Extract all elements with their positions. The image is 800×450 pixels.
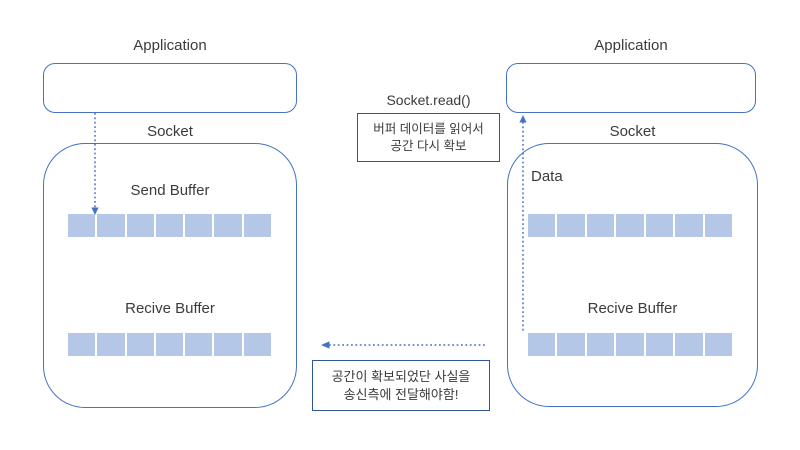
buffer-cell: [586, 333, 615, 356]
left-socket-label: Socket: [147, 123, 193, 140]
right-application-label: Application: [594, 37, 668, 54]
read-note-line1: 버퍼 데이터를 읽어서: [373, 121, 484, 136]
ack-note-line1: 공간이 확보되었단 사실을: [331, 368, 471, 384]
buffer-cell: [557, 214, 585, 237]
ack-note-box: 공간이 확보되었단 사실을 송신측에 전달해야함!: [312, 360, 490, 411]
buffer-cell: [214, 333, 242, 356]
buffer-cell: [243, 333, 271, 356]
ack-note-line2: 송신측에 전달해야함!: [343, 386, 459, 402]
left-application-label: Application: [133, 37, 207, 54]
buffer-cell: [185, 214, 213, 237]
right-top-buffer-row: [528, 214, 732, 237]
buffer-cell: [126, 333, 154, 356]
buffer-cell: [704, 214, 732, 237]
buffer-cell: [616, 214, 644, 237]
buffer-cell: [586, 214, 615, 237]
buffer-cell: [704, 333, 732, 356]
buffer-cell: [557, 333, 585, 356]
left-send-buffer-label: Send Buffer: [130, 182, 210, 199]
right-receive-buffer-label: Recive Buffer: [587, 300, 678, 317]
left-receive-buffer-row: [68, 333, 271, 356]
buffer-cell: [214, 214, 242, 237]
right-data-label: Data: [531, 168, 563, 185]
read-note-line2: 공간 다시 확보: [390, 138, 467, 153]
left-application-box: [43, 63, 297, 113]
buffer-cell: [616, 333, 644, 356]
buffer-cell: [68, 214, 96, 237]
right-application-box: [506, 63, 756, 113]
buffer-cell: [185, 333, 213, 356]
buffer-cell: [155, 333, 184, 356]
buffer-cell: [675, 333, 703, 356]
left-receive-buffer-label: Recive Buffer: [125, 300, 215, 317]
buffer-cell: [528, 333, 556, 356]
right-receive-buffer-row: [528, 333, 732, 356]
left-send-buffer-row: [68, 214, 271, 237]
read-note-box: 버퍼 데이터를 읽어서 공간 다시 확보: [357, 113, 500, 162]
ack-to-sender-arrow: [321, 341, 487, 349]
buffer-cell: [645, 214, 674, 237]
buffer-cell: [97, 333, 125, 356]
buffer-cell: [155, 214, 184, 237]
right-socket-box: [507, 143, 758, 407]
buffer-cell: [243, 214, 271, 237]
socket-read-label: Socket.read(): [386, 92, 471, 108]
buffer-cell: [97, 214, 125, 237]
buffer-cell: [645, 333, 674, 356]
right-socket-label: Socket: [609, 123, 656, 140]
left-socket-box: [43, 143, 297, 408]
buffer-cell: [126, 214, 154, 237]
buffer-cell: [68, 333, 96, 356]
buffer-cell: [528, 214, 556, 237]
buffer-cell: [675, 214, 703, 237]
